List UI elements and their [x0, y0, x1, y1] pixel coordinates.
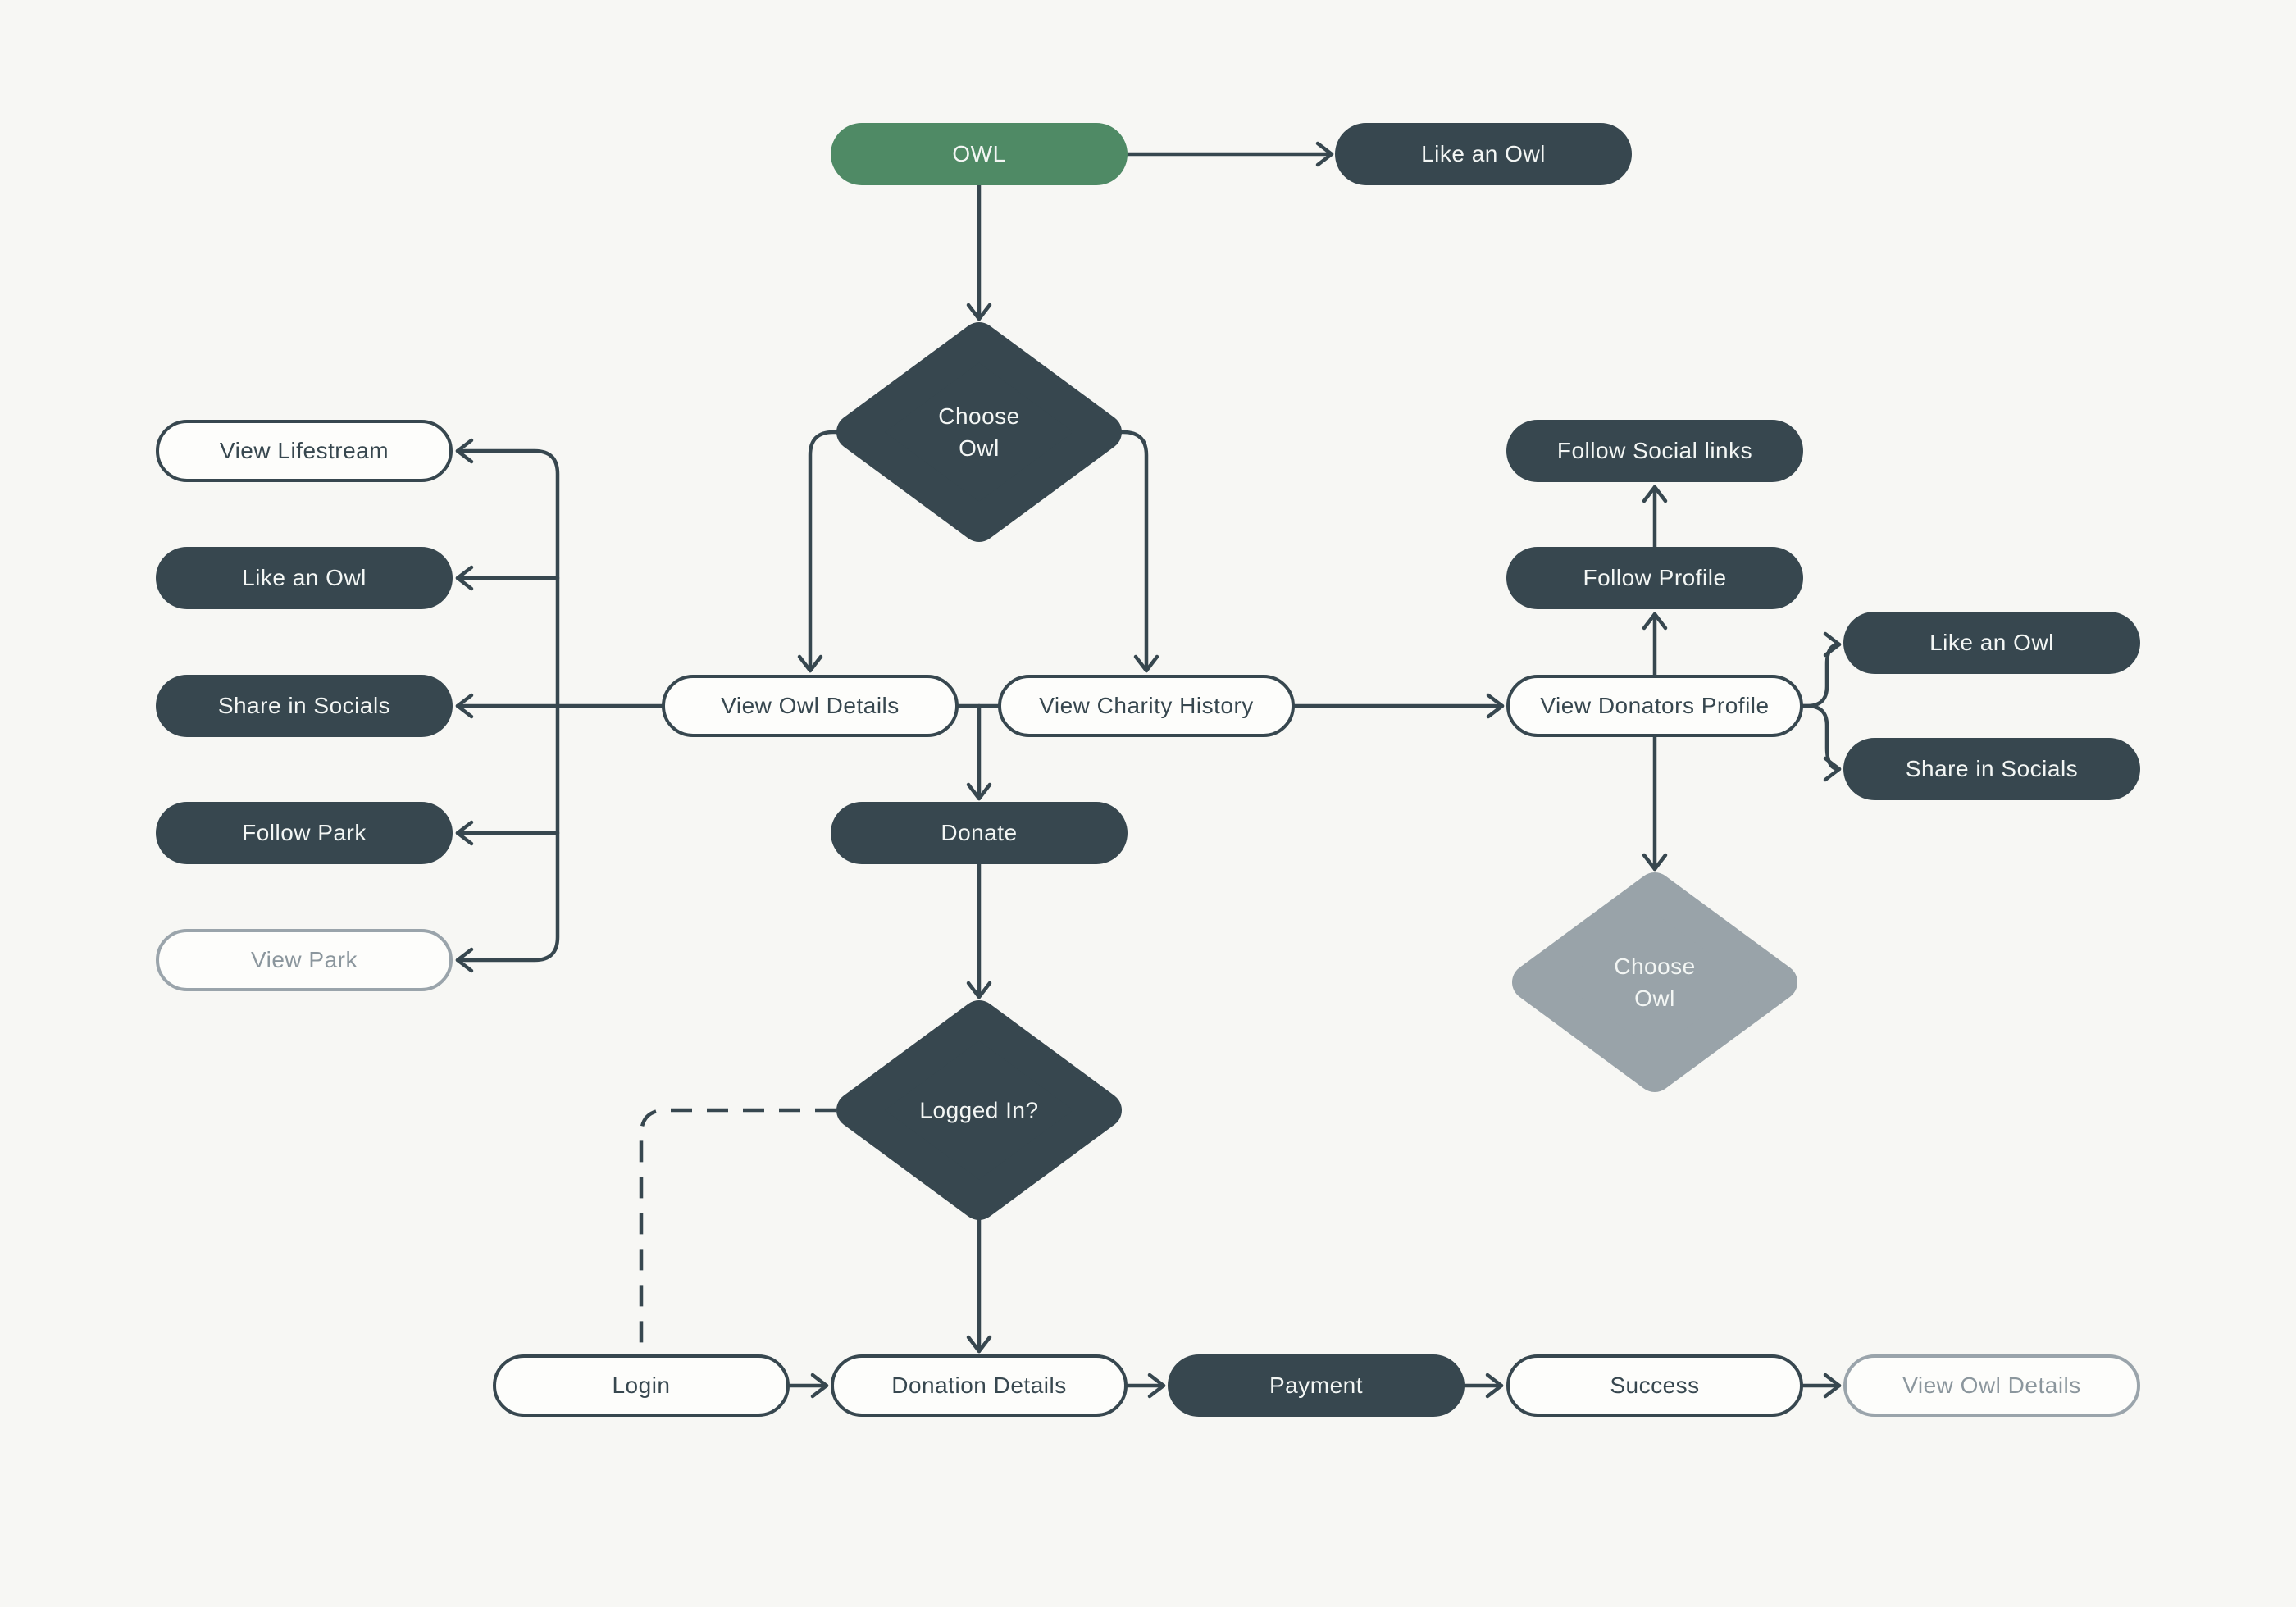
node-view-park: View Park: [156, 929, 453, 991]
node-view-donators-profile: View Donators Profile: [1506, 675, 1803, 737]
node-view-charity-history: View Charity History: [998, 675, 1295, 737]
logged-in-diamond-shape: [836, 1000, 1122, 1220]
node-payment: Payment: [1168, 1354, 1465, 1417]
node-like-an-owl-top: Like an Owl: [1335, 123, 1632, 185]
edge-logged-in-to-login-dashed: [639, 1108, 836, 1353]
choose-owl-diamond-shape: [836, 322, 1122, 542]
node-like-an-owl-right: Like an Owl: [1843, 612, 2140, 674]
edge-choose-owl-to-view-charity-history: [1119, 430, 1159, 673]
node-choose-owl-diamond-label: Choose Owl: [938, 403, 1020, 461]
node-follow-park: Follow Park: [156, 802, 453, 864]
node-view-lifestream: View Lifestream: [156, 420, 453, 482]
edge-choose-owl-to-view-owl-details: [797, 430, 839, 673]
node-choose-owl-2-diamond-label: Choose Owl: [1614, 953, 1696, 1011]
node-donate: Donate: [831, 802, 1128, 864]
edge-vdp-to-share-in-socials-right: [1801, 703, 1842, 782]
choose-owl-2-diamond-shape: [1512, 872, 1797, 1092]
node-donation-details: Donation Details: [831, 1354, 1128, 1417]
node-owl: OWL: [831, 123, 1128, 185]
node-view-owl-details: View Owl Details: [662, 675, 959, 737]
node-follow-profile: Follow Profile: [1506, 547, 1803, 609]
node-view-owl-details-end: View Owl Details: [1843, 1354, 2140, 1417]
node-logged-in-diamond-label: Logged In?: [919, 1097, 1039, 1123]
node-success: Success: [1506, 1354, 1803, 1417]
node-share-in-socials-right: Share in Socials: [1843, 738, 2140, 800]
node-follow-social-links: Follow Social links: [1506, 420, 1803, 482]
node-login: Login: [493, 1354, 790, 1417]
edge-vdp-to-like-an-owl-right: [1801, 631, 1842, 708]
node-share-in-socials-left: Share in Socials: [156, 675, 453, 737]
node-like-an-owl-left: Like an Owl: [156, 547, 453, 609]
